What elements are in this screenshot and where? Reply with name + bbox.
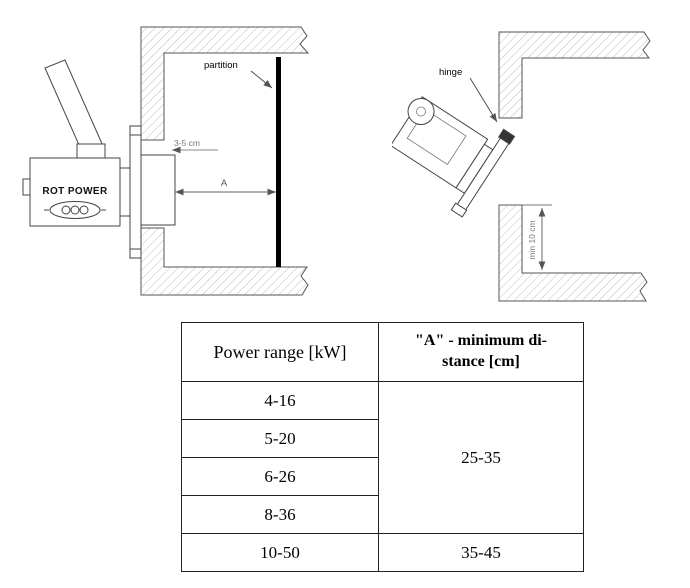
distance-a-label: A	[221, 178, 228, 189]
table-row: 5-20	[181, 419, 584, 458]
burner-tube	[140, 154, 176, 226]
hinge-leader-line	[469, 77, 498, 123]
power-range-cell: 5-20	[181, 419, 379, 458]
figure-burner-open: hinge min 10 cm	[392, 31, 651, 302]
partition-leader-line	[250, 70, 273, 89]
distance-cell-merged: 25-35	[378, 381, 584, 534]
col-header-min-distance: "A" - minimum di- stance [cm]	[378, 322, 584, 382]
feed-pipe	[44, 59, 104, 155]
wall-section	[140, 26, 310, 296]
control-knob	[79, 205, 89, 215]
pipe-collar	[76, 143, 106, 160]
side-plate	[22, 178, 31, 196]
gap-dimension-label: 3-5 cm	[174, 138, 200, 148]
power-range-cell: 6-26	[181, 457, 379, 496]
control-knob	[70, 205, 80, 215]
partition-wall	[276, 57, 281, 267]
flange-tab-top	[129, 125, 142, 136]
power-range-cell: 4-16	[181, 381, 379, 420]
burner-unit	[22, 59, 176, 259]
power-range-cell: 8-36	[181, 495, 379, 534]
dimensions: 3-5 cm A partition	[172, 60, 276, 196]
control-knob	[61, 205, 71, 215]
partition-label: partition	[204, 60, 238, 71]
hinge-block	[498, 128, 516, 145]
table-header-row: Power range [kW] "A" - minimum di- stanc…	[181, 322, 584, 382]
wall-upper	[140, 26, 310, 141]
wall-lower	[498, 204, 648, 302]
table-row: 4-16 25-35	[181, 381, 584, 534]
figure-burner-installed: ROT POWER 3-5 cm A partition	[22, 26, 310, 296]
mounting-plate	[129, 134, 142, 250]
distance-cell: 35-45	[378, 533, 584, 572]
table-row: 8-36	[181, 495, 584, 534]
wall-upper	[498, 31, 651, 119]
adapter	[119, 167, 131, 217]
power-range-cell: 10-50	[181, 533, 379, 572]
table-row: 10-50 35-45	[181, 533, 584, 572]
flange-tab-bottom	[129, 248, 142, 259]
brand-label: ROT POWER	[42, 186, 108, 197]
flange-tab-bottom	[450, 202, 468, 218]
blower-hub	[416, 106, 426, 117]
clearance-label: min 10 cm	[527, 220, 537, 259]
spec-table: Power range [kW] "A" - minimum di- stanc…	[181, 322, 584, 572]
wall-lower	[140, 227, 309, 296]
wall-section	[498, 31, 651, 302]
col-header-power-range: Power range [kW]	[181, 322, 379, 382]
burner-unit-open	[392, 96, 516, 218]
hinge-label: hinge	[439, 67, 462, 78]
